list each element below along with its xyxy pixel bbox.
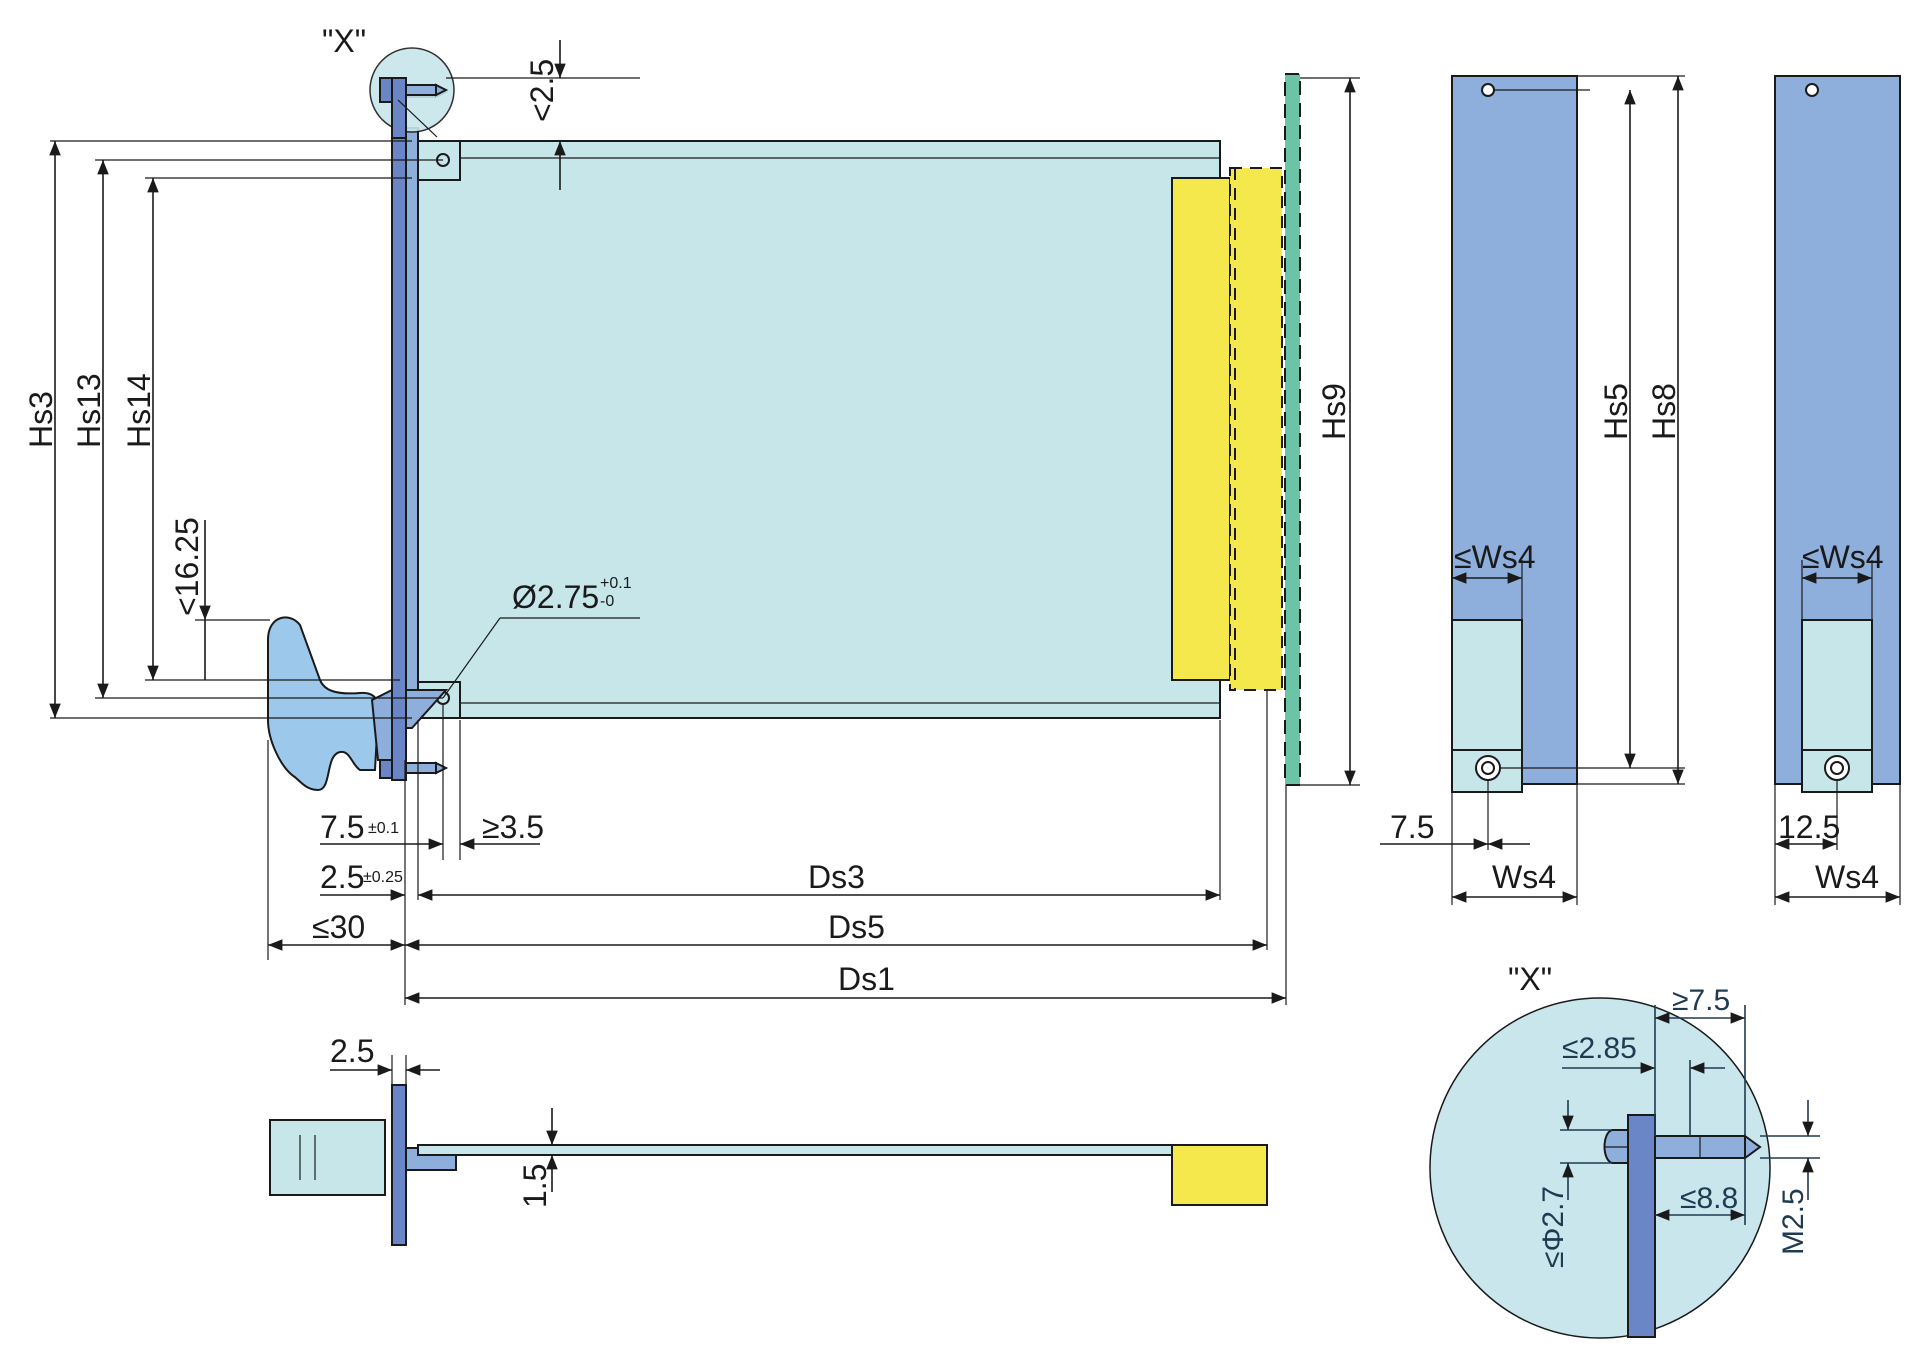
detail-panel <box>1627 1114 1656 1338</box>
dim-16-25: <16.25 <box>169 517 205 616</box>
screw-top-overlay <box>379 77 449 139</box>
panel-b-screw <box>1824 755 1850 781</box>
backplane <box>1284 73 1301 786</box>
dim-ws4-b: Ws4 <box>1815 859 1879 895</box>
front-view-b: ≤Ws4 12.5 Ws4 <box>1774 75 1901 905</box>
panel-a-screw <box>1475 755 1501 781</box>
dim-hs5: Hs5 <box>1598 383 1634 440</box>
dim-3-5: ≥3.5 <box>482 809 544 845</box>
dim-2-5-top: 2.5 <box>330 1033 374 1069</box>
top-pcb-board <box>417 1144 1221 1156</box>
dim-hole-diameter: Ø2.75 <box>512 579 599 615</box>
top-handle-body <box>269 1119 386 1196</box>
dim-hole-tol-plus: +0.1 <box>600 575 632 592</box>
dim-8-8: ≤8.8 <box>1680 1182 1738 1215</box>
detail-circle <box>1429 997 1771 1339</box>
connector-block <box>1171 177 1231 681</box>
dim-7-5-side: 7.5 <box>320 809 364 845</box>
dim-7-5-tol: ±0.1 <box>368 820 399 837</box>
pcb-board <box>411 140 1221 719</box>
dim-12-5: 12.5 <box>1778 809 1840 845</box>
dim-hs14: Hs14 <box>121 373 157 448</box>
dim-30: ≤30 <box>312 909 365 945</box>
dim-7-5-front-a: 7.5 <box>1390 809 1434 845</box>
front-panel-flange <box>405 127 419 719</box>
dim-ws4-a: Ws4 <box>1492 859 1556 895</box>
panel-b-top-hole <box>1805 83 1819 97</box>
dim-ds5: Ds5 <box>828 909 885 945</box>
front-view-a: Hs5 Hs8 ≤Ws4 7.5 Ws4 <box>1380 75 1685 905</box>
detail-view: "X" ≥7.5 ≤2.85 ≤Φ2.7 ≤8.8 M2.5 <box>1429 961 1820 1339</box>
connector-mating-zone <box>1229 167 1283 691</box>
dim-ws4-top-b: ≤Ws4 <box>1802 539 1884 575</box>
dim-hs3: Hs3 <box>23 391 59 448</box>
ejector-handle <box>267 616 380 792</box>
dim-2-5-tol: ±0.25 <box>363 869 403 886</box>
dim-m2-5: M2.5 <box>1777 1188 1810 1255</box>
dim-2-5-side: 2.5 <box>320 859 364 895</box>
dim-1-5: 1.5 <box>517 1164 553 1208</box>
panel-a-top-hole <box>1481 83 1495 97</box>
screw-bottom <box>379 757 449 779</box>
dim-ds1: Ds1 <box>838 961 895 997</box>
dim-2-7: ≤Φ2.7 <box>1537 1186 1570 1268</box>
panel-a-handle-window <box>1451 619 1523 751</box>
dim-hs8: Hs8 <box>1646 383 1682 440</box>
detail-x-label-top: "X" <box>322 23 366 59</box>
top-connector <box>1171 1144 1268 1206</box>
dim-ws4-top-a: ≤Ws4 <box>1454 539 1536 575</box>
side-view: "X" <2.5 Hs3 Hs13 Hs14 <16.25 Ø2.75 +0. <box>23 23 1360 1005</box>
dim-hole-tol-minus: -0 <box>600 593 614 610</box>
top-view: 2.5 1.5 <box>269 1033 1268 1246</box>
dim-hs13: Hs13 <box>71 373 107 448</box>
dim-7-5-detail: ≥7.5 <box>1672 984 1730 1017</box>
detail-x-label: "X" <box>1508 961 1552 997</box>
dim-top-clearance: <2.5 <box>524 59 560 122</box>
dim-hs9: Hs9 <box>1316 383 1352 440</box>
panel-b-handle-window <box>1801 619 1873 751</box>
dim-ds3: Ds3 <box>808 859 865 895</box>
dim-2-85: ≤2.85 <box>1562 1032 1637 1065</box>
front-panel <box>391 77 407 781</box>
top-front-panel <box>391 1084 407 1246</box>
